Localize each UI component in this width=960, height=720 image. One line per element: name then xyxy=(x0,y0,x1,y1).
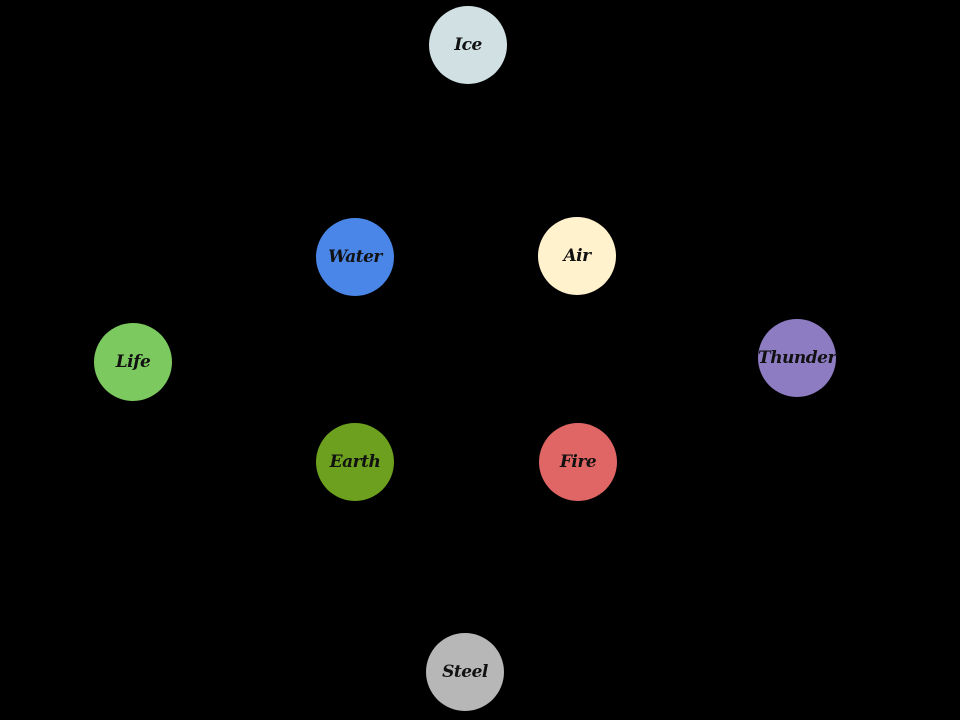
node-label: Steel xyxy=(442,662,488,682)
node-earth: Earth xyxy=(316,423,394,501)
node-fire: Fire xyxy=(539,423,617,501)
node-label: Fire xyxy=(559,452,597,472)
node-label: Thunder xyxy=(758,348,836,368)
node-air: Air xyxy=(538,217,616,295)
node-label: Ice xyxy=(454,35,482,55)
node-label: Water xyxy=(328,247,382,267)
node-thunder: Thunder xyxy=(758,319,836,397)
node-label: Life xyxy=(115,352,151,372)
node-life: Life xyxy=(94,323,172,401)
node-label: Earth xyxy=(329,452,381,472)
node-steel: Steel xyxy=(426,633,504,711)
node-ice: Ice xyxy=(429,6,507,84)
node-label: Air xyxy=(563,246,591,266)
node-water: Water xyxy=(316,218,394,296)
